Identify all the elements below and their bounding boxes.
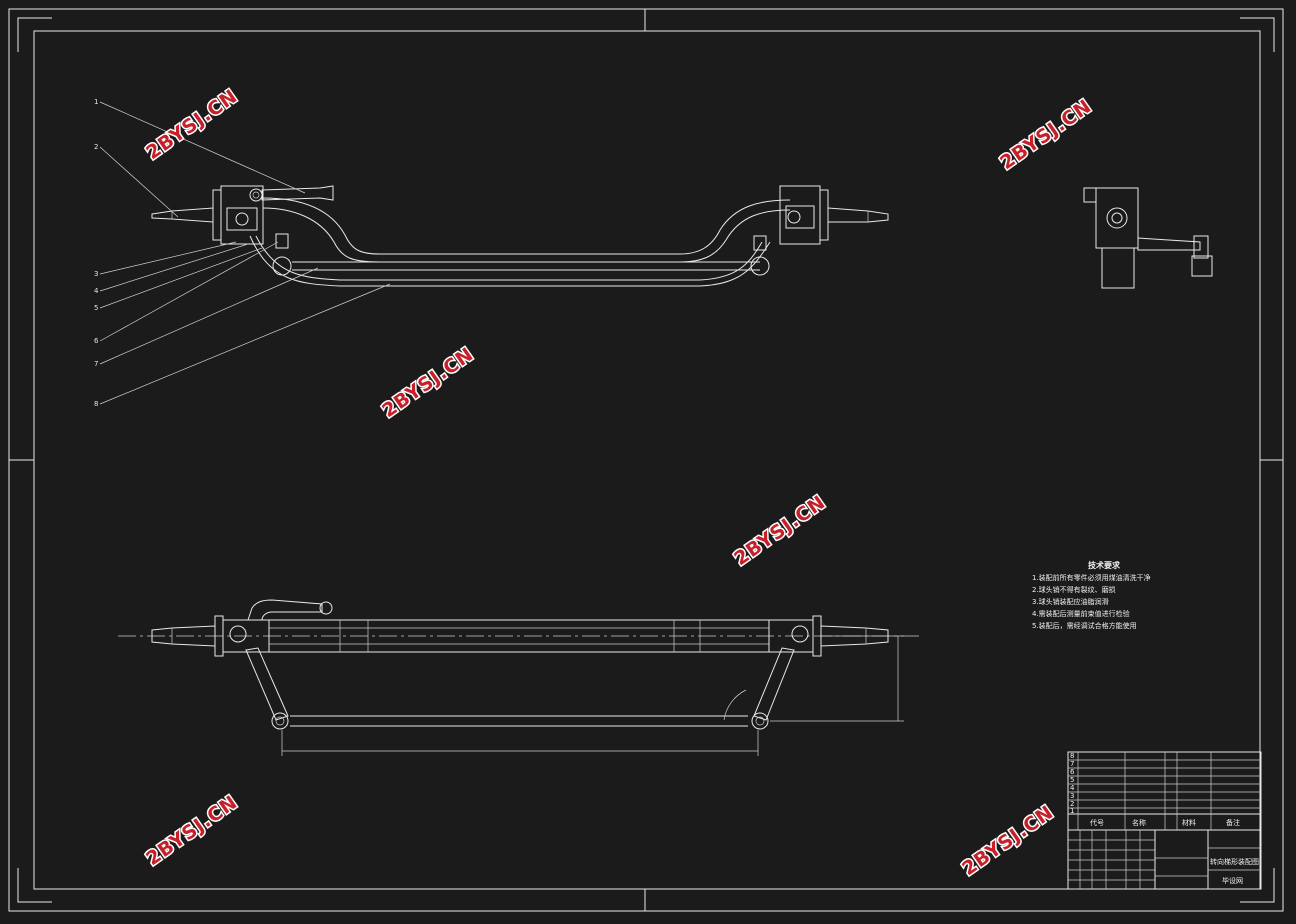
row-num-1: 1 (1070, 807, 1074, 815)
row-num-4: 4 (1070, 784, 1075, 792)
row-num-7: 7 (1070, 760, 1074, 768)
tech-req-title: 技术要求 (1088, 560, 1121, 570)
row-num-3: 3 (1070, 792, 1074, 800)
balloon-3: 3 (94, 270, 98, 278)
watermark-3: 2BYSJ.CN (378, 343, 478, 422)
watermarks: 2BYSJ.CN 2BYSJ.CN 2BYSJ.CN 2BYSJ.CN 2BYS… (141, 84, 1098, 882)
header-remarks: 备注 (1226, 818, 1240, 827)
front-view (151, 185, 889, 287)
tech-req-item-2: 2.球头销不得有裂纹、磨损 (1032, 585, 1116, 594)
watermark-5: 2BYSJ.CN (142, 791, 242, 870)
watermark-6: 2BYSJ.CN (958, 801, 1058, 880)
row-num-5: 5 (1070, 776, 1074, 784)
watermark-2: 2BYSJ.CN (996, 95, 1096, 174)
row-num-6: 6 (1070, 768, 1075, 776)
balloon-7: 7 (94, 360, 98, 368)
tech-req-item-3: 3.球头销装配应油脂润滑 (1032, 597, 1109, 606)
top-view (118, 599, 920, 756)
header-name: 名称 (1132, 818, 1146, 827)
balloon-4: 4 (94, 287, 99, 295)
tech-req-item-5: 5.装配后，需经调试合格方能使用 (1032, 621, 1137, 630)
watermark-4: 2BYSJ.CN (730, 491, 830, 570)
title-block: 8 7 6 5 4 3 2 1 代号 名称 材料 备注 转向梯形装配图 毕设网 (1067, 751, 1262, 890)
header-material: 材料 (1182, 818, 1196, 827)
balloon-6: 6 (94, 337, 99, 345)
header-code: 代号 (1090, 818, 1104, 827)
watermark-1: 2BYSJ.CN (142, 85, 242, 164)
balloon-8: 8 (94, 400, 98, 408)
balloon-5: 5 (94, 304, 98, 312)
balloon-1: 1 (94, 98, 98, 106)
balloon-2: 2 (94, 143, 98, 151)
company-name: 毕设网 (1222, 876, 1243, 885)
row-num-8: 8 (1070, 752, 1074, 760)
tech-req-item-1: 1.装配前所有零件必须用煤油清洗干净 (1032, 573, 1151, 582)
technical-requirements: 技术要求 1.装配前所有零件必须用煤油清洗干净 2.球头销不得有裂纹、磨损 3.… (1032, 560, 1151, 630)
sheet-border (8, 8, 1284, 912)
drawing-name: 转向梯形装配图 (1210, 857, 1259, 866)
balloon-labels: 1 2 3 4 5 6 7 8 (94, 98, 99, 408)
leader-lines (99, 101, 391, 405)
side-view (1083, 187, 1213, 289)
tech-req-item-4: 4.需装配后测量前束值进行检验 (1032, 609, 1130, 618)
row-num-2: 2 (1070, 800, 1074, 808)
